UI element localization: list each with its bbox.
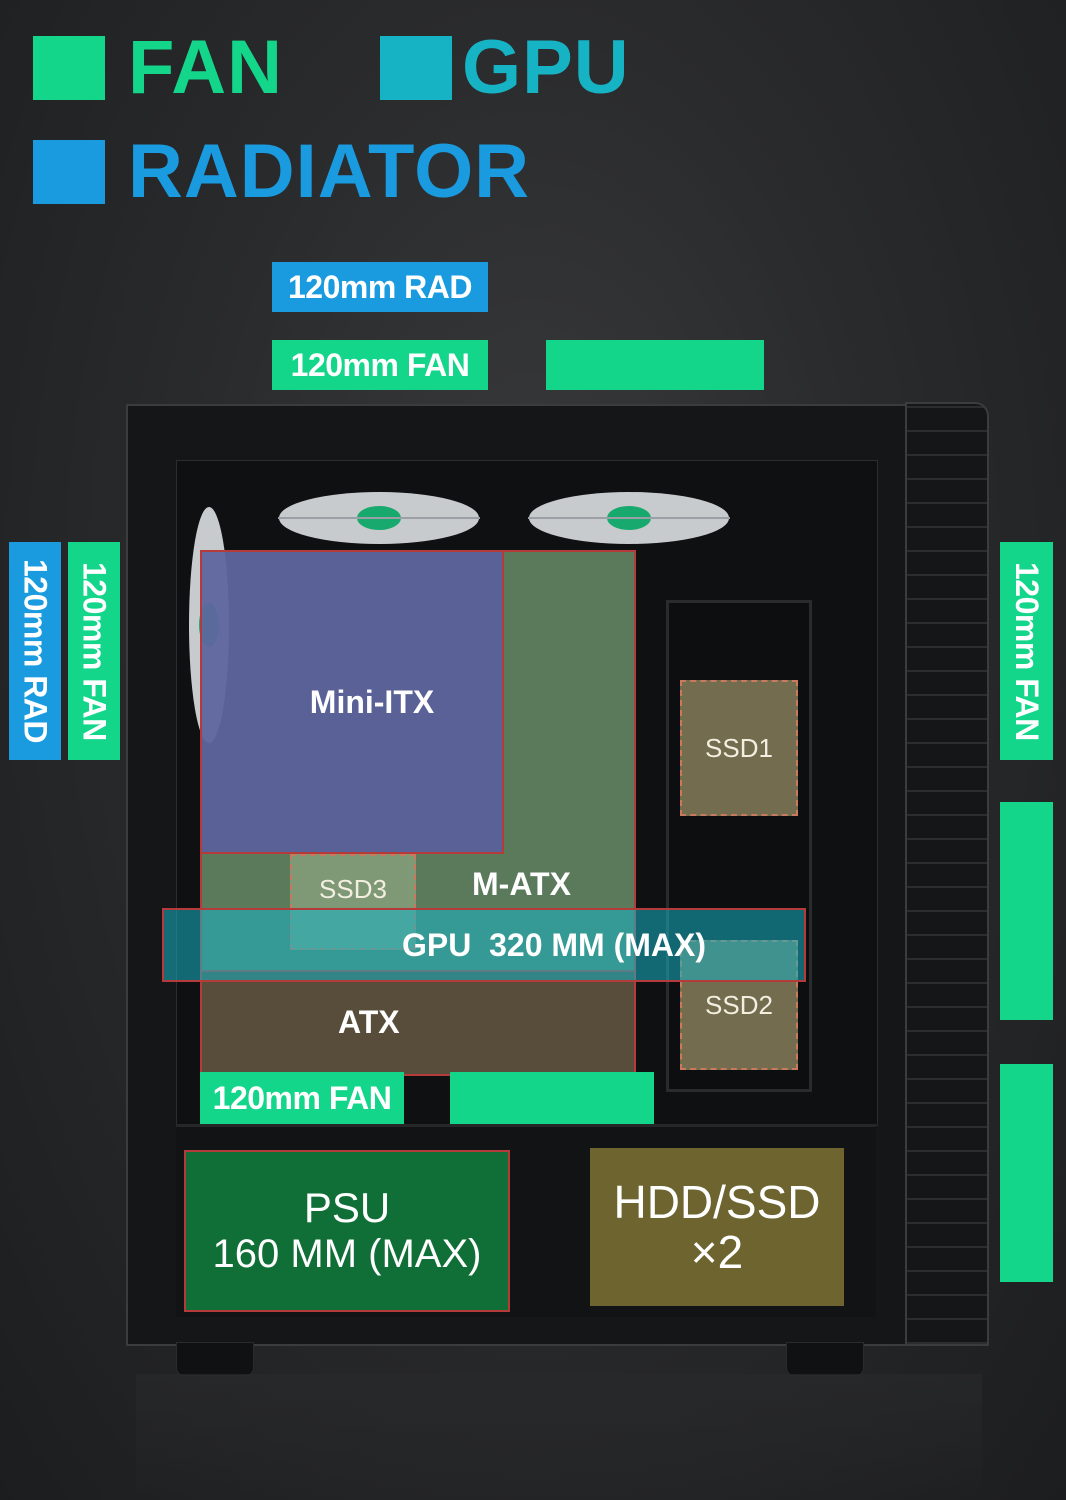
bottom-fan-slot-2 xyxy=(450,1072,654,1124)
legend-gpu-swatch xyxy=(380,36,452,100)
case-foot-left xyxy=(176,1342,254,1376)
front-fan-slot-3 xyxy=(1000,1064,1053,1282)
ssd2-label: SSD2 xyxy=(705,989,773,1020)
ssd1-slot: SSD1 xyxy=(680,680,798,816)
rear-fan-label: 120mm FAN xyxy=(68,542,120,760)
top-fan-label: 120mm FAN xyxy=(272,340,488,390)
psu-label: PSU xyxy=(303,1184,391,1231)
legend-gpu-label: GPU xyxy=(462,25,630,110)
mini-itx-zone: Mini-ITX xyxy=(200,550,504,854)
atx-label: ATX xyxy=(338,1004,400,1040)
psu-zone: PSU 160 MM (MAX) xyxy=(184,1150,510,1312)
mini-itx-label: Mini-ITX xyxy=(309,683,435,720)
legend-fan-swatch xyxy=(33,36,105,100)
hdd-ssd-count: ×2 xyxy=(690,1226,744,1278)
psu-size-label: 160 MM (MAX) xyxy=(212,1232,482,1276)
floor-reflection xyxy=(136,1374,982,1500)
top-fan-2-icon xyxy=(518,470,740,546)
hdd-ssd-zone: HDD/SSD ×2 xyxy=(590,1148,844,1306)
front-fan-slot-2 xyxy=(1000,802,1053,1020)
gpu-zone: GPU 320 MM (MAX) xyxy=(162,908,806,982)
bottom-fan-label: 120mm FAN xyxy=(200,1072,404,1124)
legend-fan-label: FAN xyxy=(128,25,283,110)
gpu-label: GPU 320 MM (MAX) xyxy=(401,926,707,963)
front-mesh-panel xyxy=(905,402,989,1346)
top-radiator-label: 120mm RAD xyxy=(272,262,488,312)
front-fan-label: 120mm FAN xyxy=(1000,542,1053,760)
top-fan-1-icon xyxy=(268,470,490,546)
legend-radiator-swatch xyxy=(33,140,105,204)
ssd3-label: SSD3 xyxy=(319,874,387,904)
case-foot-right xyxy=(786,1342,864,1376)
rear-radiator-label: 120mm RAD xyxy=(9,542,61,760)
ssd1-label: SSD1 xyxy=(705,732,773,763)
legend-radiator-label: RADIATOR xyxy=(128,129,531,214)
top-fan-slot-2 xyxy=(546,340,764,390)
m-atx-label: M-ATX xyxy=(472,866,571,902)
hdd-ssd-label: HDD/SSD xyxy=(613,1176,821,1228)
